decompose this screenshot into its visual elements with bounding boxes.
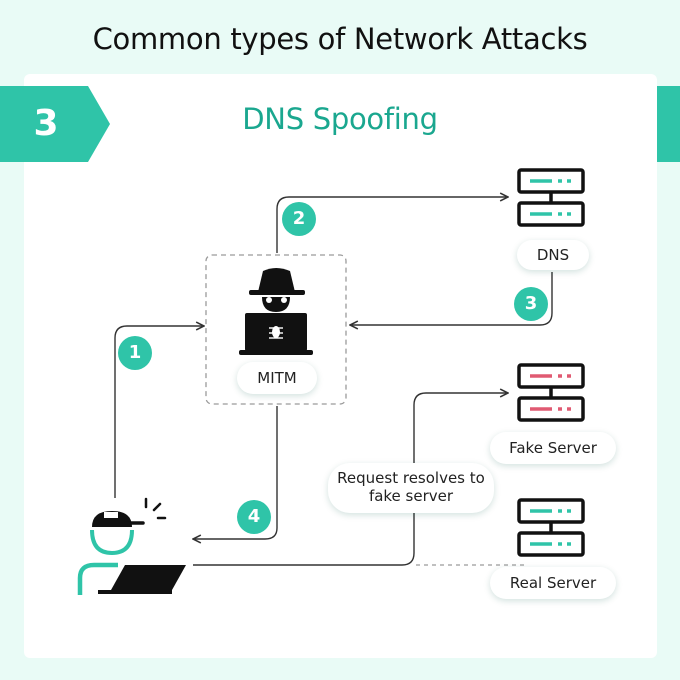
- fake-server-icon: [517, 363, 585, 422]
- step-badge-3: 3: [514, 287, 548, 321]
- page-title: Common types of Network Attacks: [92, 22, 588, 56]
- hacker-icon: [239, 268, 313, 355]
- section-number: 3: [33, 103, 59, 144]
- request-annotation: Request resolves to fake server: [328, 463, 494, 513]
- connector-mitm-to-dns: [276, 197, 508, 253]
- diagram-title: DNS Spoofing: [242, 102, 438, 136]
- connector-mitm-to-user: [193, 406, 278, 539]
- step-badge-1: 1: [118, 336, 152, 370]
- mitm-label: MITM: [237, 362, 317, 394]
- real-server-label: Real Server: [490, 567, 616, 599]
- connector-user-to-mitm: [114, 326, 204, 498]
- step-badge-4: 4: [237, 500, 271, 534]
- user-icon: [77, 497, 186, 595]
- step-badge-2: 2: [282, 202, 316, 236]
- mitm-box: [205, 254, 347, 405]
- fake-server-label: Fake Server: [490, 432, 616, 464]
- banner-strip: [657, 86, 680, 162]
- connector-dns-to-mitm: [350, 272, 553, 325]
- real-server-icon: [517, 498, 585, 557]
- server-icon: [517, 168, 585, 227]
- section-number-badge: [0, 86, 110, 162]
- dns-label: DNS: [517, 240, 589, 270]
